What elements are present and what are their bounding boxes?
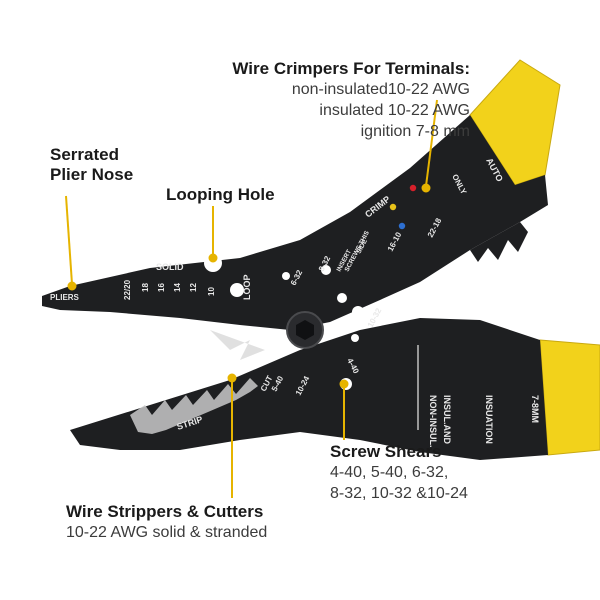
awg-size: 22/20 — [123, 279, 132, 300]
screw-shear-hole — [282, 272, 290, 280]
callout-line: insulated 10-22 AWG — [319, 102, 470, 119]
awg-size: 12 — [189, 283, 198, 292]
callout-title: Wire Crimpers For Terminals: — [232, 59, 470, 78]
marking-loop: LOOP — [242, 274, 252, 300]
screw-size-mark: 10-32 — [366, 306, 384, 329]
lower-jaw-body — [70, 318, 548, 460]
insulation-markings: INSUL.AND NON-INSUL. INSUATION 7-8MM — [428, 395, 540, 448]
awg-size: 10 — [207, 287, 216, 296]
awg-size: 14 — [173, 283, 182, 292]
callout-title: Screw Shears — [330, 442, 442, 461]
callout-line: 10-22 AWG solid & stranded — [66, 524, 268, 541]
awg-size: 16 — [157, 283, 166, 292]
callout-title: Plier Nose — [50, 165, 134, 184]
callout-strippers: Wire Strippers & Cutters 10-22 AWG solid… — [66, 502, 267, 543]
svg-text:INSUL.AND: INSUL.AND — [442, 395, 452, 444]
callout-title: Serrated — [50, 145, 119, 164]
looping-hole-small — [230, 283, 244, 297]
callout-crimpers: Wire Crimpers For Terminals: non-insulat… — [232, 59, 470, 142]
stripper-notches — [130, 378, 258, 434]
svg-text:7-8MM: 7-8MM — [530, 395, 540, 423]
marking-pliers: PLIERS — [50, 293, 80, 302]
awg-size: 18 — [141, 283, 150, 292]
screw-shear-hole — [351, 334, 359, 342]
svg-text:NON-INSUL.: NON-INSUL. — [428, 395, 438, 448]
crimp-dot-yellow — [389, 203, 397, 211]
upper-handle-grip — [469, 59, 561, 186]
callout-line: 4-40, 5-40, 6-32, — [330, 464, 449, 481]
lower-handle-grip — [539, 339, 600, 456]
marking-solid: SOLID — [156, 262, 184, 272]
screw-shear-hole — [337, 293, 347, 303]
crimp-dot-blue — [398, 222, 406, 230]
callout-title: Wire Strippers & Cutters — [66, 502, 264, 521]
awg-size-scale: 22/20 18 16 14 12 10 — [123, 279, 216, 300]
upper-jaw-ridge — [210, 330, 265, 360]
upper-jaw-body — [42, 115, 548, 330]
callout-line: ignition 7-8 mm — [360, 123, 470, 140]
callout-line: non-insulated10-22 AWG — [291, 81, 470, 98]
callout-plier-nose: Serrated Plier Nose — [50, 145, 133, 185]
crimper-serrations — [470, 222, 528, 262]
callout-line: 8-32, 10-32 &10-24 — [330, 485, 468, 502]
looping-hole — [204, 254, 222, 272]
callout-title: Looping Hole — [166, 185, 275, 204]
callout-looping-hole: Looping Hole — [166, 185, 275, 205]
svg-text:INSUATION: INSUATION — [484, 395, 494, 444]
crimp-dot-red — [409, 184, 417, 192]
screw-shear-hole — [321, 265, 331, 275]
callout-lines — [65, 99, 438, 498]
screw-shear-hole — [352, 306, 364, 318]
callout-screw-shears: Screw Shears 4-40, 5-40, 6-32, 8-32, 10-… — [330, 442, 468, 504]
pivot-hex-socket — [296, 320, 314, 340]
